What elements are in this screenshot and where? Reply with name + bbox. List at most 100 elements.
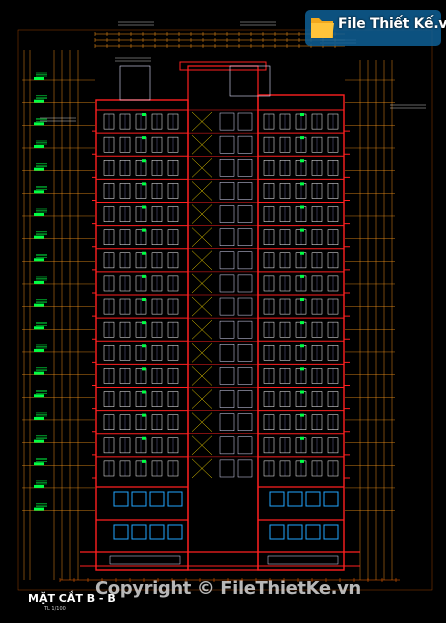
stair-flight xyxy=(191,227,213,247)
stair-flight xyxy=(191,412,213,432)
level-tag xyxy=(34,303,44,307)
podium-glazing xyxy=(287,524,303,540)
podium-glazing xyxy=(113,524,129,540)
level-tag xyxy=(34,144,44,148)
elevator-shaft xyxy=(219,205,235,223)
podium-glazing xyxy=(167,491,183,507)
level-tag xyxy=(34,122,44,126)
stair-flight xyxy=(191,296,213,317)
podium-glazing xyxy=(167,524,183,540)
podium-glazing xyxy=(305,491,321,507)
site-logo xyxy=(305,10,441,46)
green-marker xyxy=(300,251,304,255)
podium-glazing xyxy=(323,524,339,540)
level-tag xyxy=(34,99,44,103)
green-marker xyxy=(300,159,304,163)
elevator-shaft xyxy=(237,390,253,408)
elevator-shaft xyxy=(237,320,253,339)
green-marker xyxy=(142,205,146,209)
level-tag xyxy=(34,507,44,511)
roof-structure-right xyxy=(229,65,271,97)
elevator-shaft xyxy=(237,159,253,177)
green-marker xyxy=(300,136,304,140)
elevator-shaft xyxy=(237,182,253,200)
green-marker xyxy=(142,390,146,394)
elevator-shaft xyxy=(237,251,253,270)
level-tag xyxy=(34,77,44,80)
green-marker xyxy=(300,321,304,325)
elevator-shaft xyxy=(219,159,235,177)
elevator-shaft xyxy=(237,344,253,362)
level-tag xyxy=(34,394,44,398)
copyright-watermark: Copyright © FileThietKe.vn xyxy=(95,578,361,599)
podium-glazing xyxy=(269,491,285,507)
stair-flight xyxy=(191,435,213,456)
elevator-shaft xyxy=(219,135,235,154)
green-marker xyxy=(142,228,146,232)
basement-room xyxy=(109,555,181,565)
green-marker xyxy=(300,298,304,301)
elevator-shaft xyxy=(219,344,235,362)
scale-note: TL 1/100 xyxy=(44,606,66,612)
elevator-shaft xyxy=(237,135,253,154)
level-tag xyxy=(34,235,44,239)
green-marker xyxy=(142,159,146,163)
podium-glazing xyxy=(131,491,147,507)
elevator-shaft xyxy=(219,228,235,246)
green-marker xyxy=(142,459,146,463)
level-tag xyxy=(34,462,44,466)
green-marker xyxy=(142,251,146,255)
green-marker xyxy=(300,390,304,394)
green-marker xyxy=(142,136,146,140)
stair-flight xyxy=(191,319,213,340)
green-marker xyxy=(300,367,304,371)
green-marker xyxy=(142,344,146,348)
green-marker xyxy=(300,113,304,116)
elevator-shaft xyxy=(237,112,253,131)
level-tag xyxy=(34,326,44,330)
green-marker xyxy=(142,298,146,301)
green-marker xyxy=(142,182,146,186)
podium-glazing xyxy=(287,491,303,507)
elevator-shaft xyxy=(219,436,235,455)
level-tag xyxy=(34,416,44,420)
level-tag xyxy=(34,280,44,284)
elevator-shaft xyxy=(237,459,253,478)
elevator-shaft xyxy=(219,390,235,408)
podium-glazing xyxy=(149,491,165,507)
green-marker xyxy=(142,367,146,371)
level-tag xyxy=(34,212,44,216)
green-marker xyxy=(142,436,146,440)
green-marker xyxy=(142,321,146,325)
green-marker xyxy=(142,113,146,116)
level-tag xyxy=(34,258,44,262)
stair-flight xyxy=(191,111,213,132)
elevator-shaft xyxy=(237,228,253,246)
level-tag xyxy=(34,190,44,194)
green-marker xyxy=(300,413,304,417)
stair-flight xyxy=(191,273,213,294)
level-tag xyxy=(34,348,44,352)
elevator-shaft xyxy=(219,182,235,200)
podium-glazing xyxy=(323,491,339,507)
elevator-shaft xyxy=(219,413,235,431)
frame-border xyxy=(17,29,433,591)
podium-glazing xyxy=(269,524,285,540)
green-marker xyxy=(142,274,146,278)
green-marker xyxy=(300,344,304,348)
elevator-shaft xyxy=(237,297,253,316)
elevator-shaft xyxy=(237,205,253,223)
green-marker xyxy=(300,182,304,186)
elevator-shaft xyxy=(219,297,235,316)
green-marker xyxy=(300,459,304,463)
stair-flight xyxy=(191,250,213,271)
level-tag xyxy=(34,371,44,375)
elevator-shaft xyxy=(219,320,235,339)
stair-flight xyxy=(191,343,213,363)
elevator-shaft xyxy=(219,112,235,131)
stair-flight xyxy=(191,134,213,155)
stair-flight xyxy=(191,181,213,201)
roof-structure-left xyxy=(119,65,151,101)
